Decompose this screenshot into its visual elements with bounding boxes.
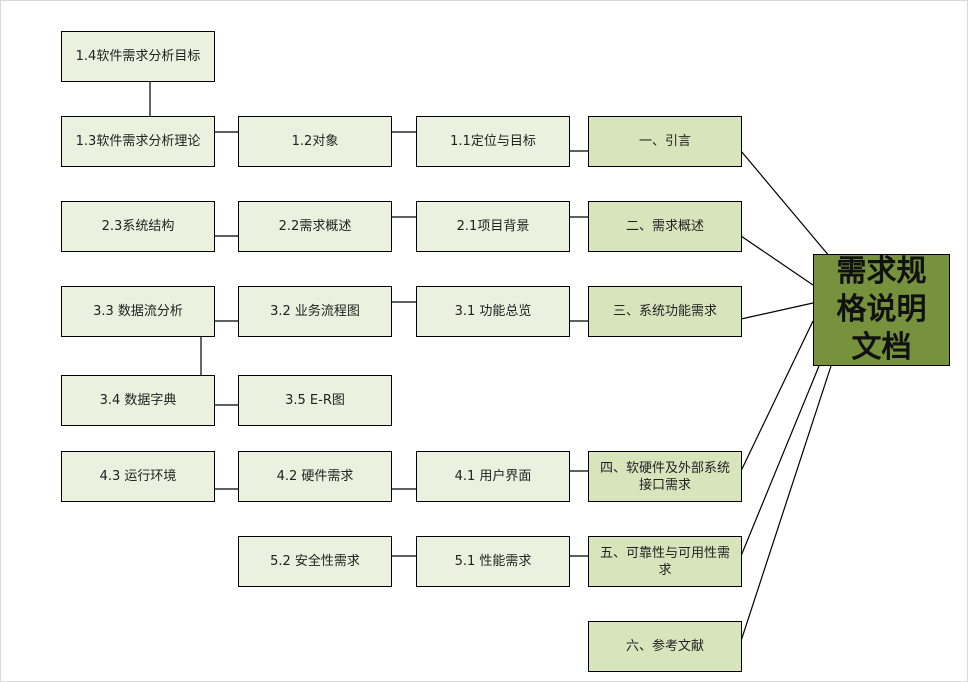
- chapter-3: 三、系统功能需求: [588, 286, 742, 337]
- node-2-3: 2.3系统结构: [61, 201, 215, 252]
- connector: [740, 150, 831, 258]
- node-4-1: 4.1 用户界面: [416, 451, 570, 502]
- node-5-1: 5.1 性能需求: [416, 536, 570, 587]
- connector: [740, 320, 814, 472]
- node-4-2: 4.2 硬件需求: [238, 451, 392, 502]
- node-1-3: 1.3软件需求分析理论: [61, 116, 215, 167]
- node-1-2: 1.2对象: [238, 116, 392, 167]
- chapter-2: 二、需求概述: [588, 201, 742, 252]
- node-1-4: 1.4软件需求分析目标: [61, 31, 215, 82]
- node-2-2: 2.2需求概述: [238, 201, 392, 252]
- node-3-1: 3.1 功能总览: [416, 286, 570, 337]
- node-3-3: 3.3 数据流分析: [61, 286, 215, 337]
- connector: [740, 365, 820, 557]
- chapter-4: 四、软硬件及外部系统接口需求: [588, 451, 742, 502]
- chapter-1: 一、引言: [588, 116, 742, 167]
- node-4-3: 4.3 运行环境: [61, 451, 215, 502]
- node-3-2: 3.2 业务流程图: [238, 286, 392, 337]
- node-3-5: 3.5 E-R图: [238, 375, 392, 426]
- connector: [740, 235, 814, 286]
- node-1-1: 1.1定位与目标: [416, 116, 570, 167]
- connector: [740, 365, 832, 642]
- node-5-2: 5.2 安全性需求: [238, 536, 392, 587]
- chapter-5: 五、可靠性与可用性需求: [588, 536, 742, 587]
- root-node: 需求规格说明文档: [813, 254, 950, 366]
- connector: [740, 302, 814, 320]
- node-2-1: 2.1项目背景: [416, 201, 570, 252]
- node-3-4: 3.4 数据字典: [61, 375, 215, 426]
- chapter-6: 六、参考文献: [588, 621, 742, 672]
